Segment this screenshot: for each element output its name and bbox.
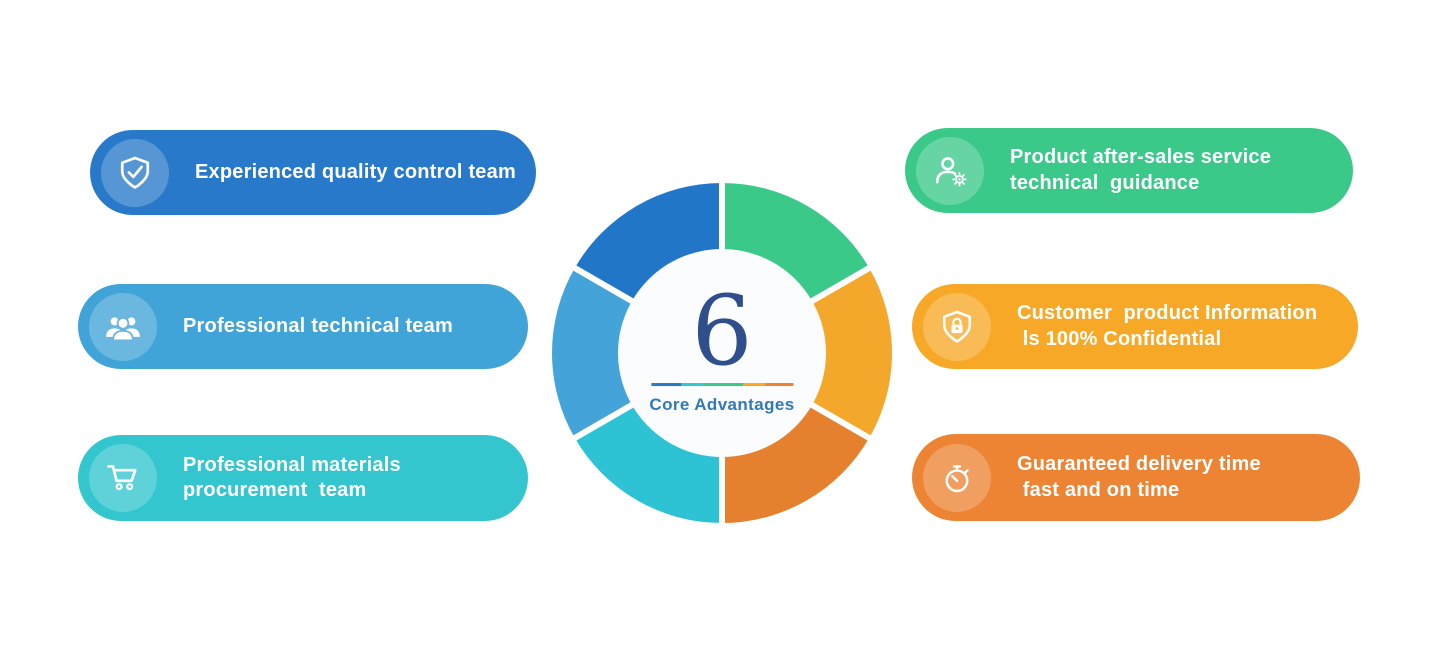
advantage-label: Experienced quality control team [195, 160, 516, 183]
core-count: 6 [691, 275, 753, 388]
advantage-label: Product after-sales service technical gu… [1010, 146, 1272, 194]
advantage-pill-technical-team: Professional technical team [78, 284, 528, 369]
advantage-label: Customer product Information ls 100% Con… [1017, 302, 1318, 350]
user-gear-icon [916, 136, 984, 205]
donut-center: 6 Core Advantages [649, 283, 794, 415]
advantage-pill-confidential-information: Customer product Information ls 100% Con… [912, 284, 1358, 369]
core-advantages-label: Core Advantages [649, 395, 795, 415]
advantage-label: Professional technical team [183, 314, 453, 337]
advantage-pill-after-sales-service: Product after-sales service technical gu… [905, 128, 1353, 213]
advantage-label: Professional materials procurement team [183, 453, 401, 501]
divider-line [651, 383, 793, 387]
advantage-pill-quality-control: Experienced quality control team [90, 130, 536, 215]
cart-icon [89, 444, 157, 512]
stopwatch-icon [923, 443, 991, 512]
advantage-pill-delivery-time: Guaranteed delivery time fast and on tim… [912, 434, 1360, 521]
core-advantages-donut: 6 Core Advantages [552, 183, 892, 523]
shield-check-icon [101, 138, 169, 207]
donut-hole [618, 249, 826, 457]
advantage-pill-materials-procurement: Professional materials procurement team [78, 435, 528, 521]
shield-lock-icon [923, 292, 991, 361]
donut-chart [552, 183, 892, 523]
team-icon [89, 292, 157, 361]
advantage-label: Guaranteed delivery time fast and on tim… [1017, 453, 1261, 501]
